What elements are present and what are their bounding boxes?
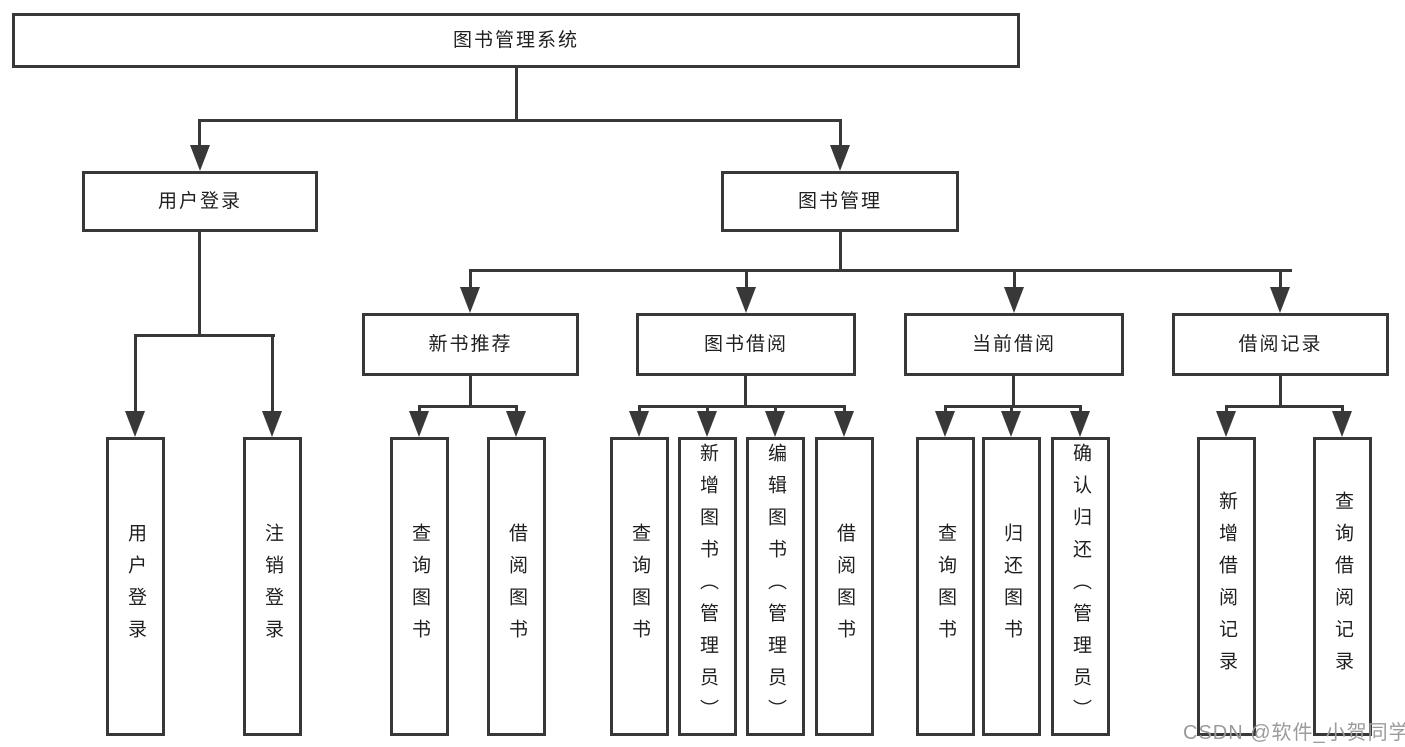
arrowhead-icon bbox=[736, 287, 756, 313]
tree-connector bbox=[271, 334, 274, 414]
tree-connector bbox=[1013, 269, 1016, 290]
tree-connector bbox=[418, 405, 421, 415]
leaf-query-books-3: 查询图书 bbox=[916, 437, 975, 736]
tree-connector bbox=[1225, 405, 1344, 408]
arrowhead-icon bbox=[765, 411, 785, 437]
tree-connector bbox=[944, 405, 947, 415]
leaf-return-book: 归还图书 bbox=[982, 437, 1041, 736]
tree-connector bbox=[1225, 405, 1228, 415]
leaf-borrow-books-2: 借阅图书 bbox=[815, 437, 874, 736]
tree-connector bbox=[198, 232, 201, 336]
tree-connector bbox=[1012, 376, 1015, 407]
arrowhead-icon bbox=[1216, 411, 1236, 437]
arrowhead-icon bbox=[834, 411, 854, 437]
arrowhead-icon bbox=[409, 411, 429, 437]
tree-connector bbox=[198, 119, 201, 149]
arrowhead-icon bbox=[125, 411, 145, 437]
node-new-book-recommend: 新书推荐 bbox=[362, 313, 579, 376]
arrowhead-icon bbox=[1001, 411, 1021, 437]
node-user-login: 用户登录 bbox=[82, 171, 318, 232]
leaf-query-books-1: 查询图书 bbox=[390, 437, 449, 736]
node-book-management: 图书管理 bbox=[721, 171, 959, 232]
tree-connector bbox=[638, 405, 641, 415]
tree-connector bbox=[1079, 405, 1082, 415]
tree-connector bbox=[469, 269, 472, 290]
tree-connector bbox=[1010, 405, 1013, 415]
node-current-borrow: 当前借阅 bbox=[904, 313, 1124, 376]
leaf-edit-book-admin: 编辑图书（管理员） bbox=[746, 437, 805, 736]
tree-connector bbox=[745, 269, 748, 290]
tree-connector bbox=[744, 376, 747, 407]
tree-connector bbox=[469, 269, 1292, 272]
leaf-logout: 注销登录 bbox=[243, 437, 302, 736]
arrowhead-icon bbox=[190, 145, 210, 171]
tree-connector bbox=[134, 334, 275, 337]
tree-connector bbox=[839, 232, 842, 271]
leaf-add-borrow-record: 新增借阅记录 bbox=[1197, 437, 1256, 736]
node-book-borrow: 图书借阅 bbox=[636, 313, 856, 376]
tree-connector bbox=[469, 376, 472, 407]
arrowhead-icon bbox=[629, 411, 649, 437]
tree-connector bbox=[134, 334, 137, 414]
arrowhead-icon bbox=[935, 411, 955, 437]
tree-connector bbox=[198, 119, 842, 122]
leaf-query-borrow-record: 查询借阅记录 bbox=[1313, 437, 1372, 736]
leaf-user-login: 用户登录 bbox=[106, 437, 165, 736]
tree-connector bbox=[944, 405, 1082, 408]
arrowhead-icon bbox=[1332, 411, 1352, 437]
leaf-query-books-2: 查询图书 bbox=[610, 437, 669, 736]
arrowhead-icon bbox=[262, 411, 282, 437]
tree-connector bbox=[515, 68, 518, 120]
csdn-watermark: CSDN @软件_小贺同学 bbox=[1183, 722, 1405, 744]
arrowhead-icon bbox=[830, 145, 850, 171]
leaf-add-book-admin: 新增图书（管理员） bbox=[678, 437, 737, 736]
node-root: 图书管理系统 bbox=[12, 13, 1020, 68]
tree-connector bbox=[1341, 405, 1344, 415]
arrowhead-icon bbox=[1004, 287, 1024, 313]
arrowhead-icon bbox=[1070, 411, 1090, 437]
arrowhead-icon bbox=[697, 411, 717, 437]
tree-connector bbox=[638, 405, 846, 408]
leaf-confirm-return-admin: 确认归还（管理员） bbox=[1051, 437, 1110, 736]
tree-connector bbox=[839, 119, 842, 149]
tree-connector bbox=[843, 405, 846, 415]
tree-connector bbox=[1279, 269, 1282, 290]
arrowhead-icon bbox=[1270, 287, 1290, 313]
tree-connector bbox=[774, 405, 777, 415]
tree-connector bbox=[418, 405, 518, 408]
tree-connector bbox=[1279, 376, 1282, 407]
tree-connector bbox=[706, 405, 709, 415]
tree-connector bbox=[515, 405, 518, 415]
leaf-borrow-books-1: 借阅图书 bbox=[487, 437, 546, 736]
node-borrow-records: 借阅记录 bbox=[1172, 313, 1389, 376]
arrowhead-icon bbox=[506, 411, 526, 437]
arrowhead-icon bbox=[460, 287, 480, 313]
